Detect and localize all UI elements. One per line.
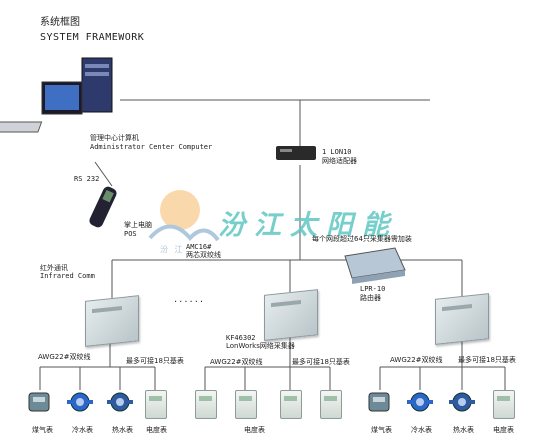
g1-max: 最多可接18只基表 — [126, 357, 184, 365]
g3-cable: AWG22#双绞线 — [390, 356, 443, 364]
hot-water-meter-icon — [107, 392, 133, 412]
g3-meter-label-3: 热水表 — [453, 426, 474, 434]
watermark-sub: 汾 江 — [160, 245, 185, 254]
g1-meter-label-4: 电度表 — [146, 426, 167, 434]
g3-meter-label-4: 电度表 — [493, 426, 514, 434]
electric-meter-icon — [235, 390, 257, 419]
electric-meter-icon — [195, 390, 217, 419]
title-cn: 系统框图 — [40, 17, 80, 28]
infrared-label-cn: 红外通讯 — [40, 264, 68, 272]
g3-max: 最多可接18只基表 — [458, 356, 516, 364]
more-cabinets-dots: ...... — [174, 294, 206, 305]
infrared-label-en: Infrared Comm — [40, 272, 95, 280]
electric-meter-icon — [280, 390, 302, 419]
amc-label-cn: 两芯双绞线 — [186, 251, 221, 259]
g3-meter-label-1: 煤气表 — [371, 426, 392, 434]
adapter-label-cn: 网络适配器 — [322, 157, 357, 165]
g1-cable: AWG22#双绞线 — [38, 353, 91, 361]
router-icon — [344, 247, 406, 284]
collector-cabinet-3 — [435, 293, 489, 345]
lon-adapter-icon — [276, 146, 316, 160]
pos-label-en: POS — [124, 230, 137, 238]
adapter-label-en: 1 LON10 — [322, 148, 352, 156]
router-label-cn: 路由器 — [360, 294, 381, 302]
rs232-label: RS 232 — [74, 175, 100, 183]
collector-cabinet-2 — [264, 289, 318, 341]
pos-label-cn: 掌上电脑 — [124, 221, 152, 229]
computer-to-adapter-line — [120, 99, 301, 146]
rs232-line — [94, 161, 113, 187]
amc-label-en: AMC16# — [186, 243, 212, 251]
electric-meter-icon — [145, 390, 167, 419]
gas-meter-icon — [368, 392, 390, 412]
g1-meter-label-1: 煤气表 — [32, 426, 53, 434]
hot-water-meter-icon — [449, 392, 475, 412]
g2-cable: AWG22#双绞线 — [210, 358, 263, 366]
g3-meter-label-2: 冷水表 — [411, 426, 432, 434]
computer-icon — [0, 57, 113, 133]
watermark-brand: 汾江太阳能 — [218, 210, 398, 241]
cold-water-meter-icon — [407, 392, 433, 412]
router-label-en: LPR-10 — [360, 285, 386, 293]
computer-label-en: Administrator Center Computer — [90, 143, 213, 151]
electric-meter-icon — [493, 390, 515, 419]
g2-meter-label-1: 电度表 — [244, 426, 265, 434]
electric-meter-icon — [320, 390, 342, 419]
title-en: SYSTEM FRAMEWORK — [40, 32, 145, 43]
gas-meter-icon — [28, 392, 50, 412]
computer-label-cn: 管理中心计算机 — [90, 134, 139, 142]
pos-icon — [89, 186, 117, 228]
g1-meter-label-2: 冷水表 — [72, 426, 93, 434]
g2-max: 最多可接18只基表 — [292, 358, 350, 366]
watermark-sun-icon — [148, 190, 220, 242]
collector-cabinet-1 — [85, 295, 139, 347]
g1-meter-label-3: 热水表 — [112, 426, 133, 434]
network-note: 每个网段超过64只采集器需加装 — [312, 235, 412, 243]
collector-label-cn: LonWorks网络采集器 — [226, 342, 295, 350]
collector-label-en: KF46302 — [226, 334, 256, 342]
cold-water-meter-icon — [67, 392, 93, 412]
